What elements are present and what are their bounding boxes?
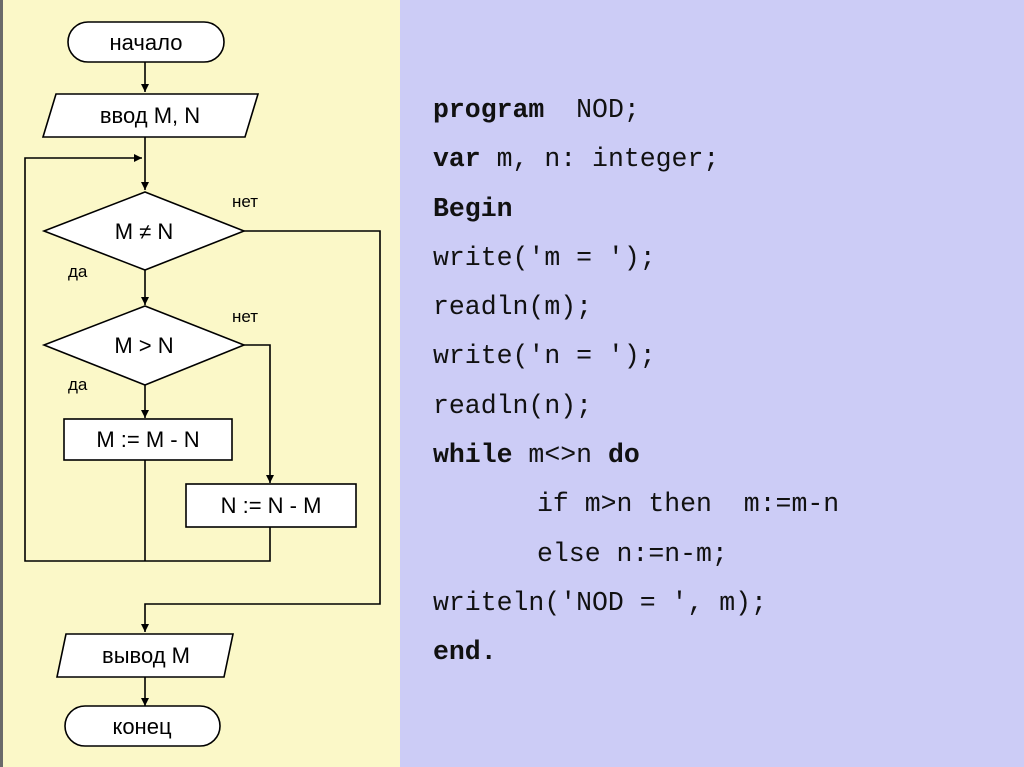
- loop-back-line: [24, 154, 145, 562]
- code-text: readln(m);: [433, 292, 593, 323]
- start-terminal: [67, 21, 225, 63]
- input-parallelogram: [41, 93, 260, 138]
- code-text: readln(n);: [433, 390, 593, 421]
- cond2-diamond: [41, 305, 247, 386]
- arrow-cond1-no: [141, 230, 381, 632]
- step-m-label: M := M - N: [96, 427, 199, 452]
- keyword-begin: Begin: [433, 193, 513, 224]
- code-text: if m>n then m:=m-n: [537, 489, 840, 520]
- cond2-no-label: нет: [232, 307, 258, 326]
- output-parallelogram: [56, 633, 234, 678]
- code-line-8: while m<>n do: [433, 431, 839, 480]
- keyword-end: end.: [433, 637, 497, 668]
- keyword-do: do: [607, 440, 640, 471]
- code-text: write('m = ');: [433, 242, 656, 273]
- code-panel: [400, 0, 1024, 767]
- input-label: ввод M, N: [100, 103, 200, 128]
- cond2-label: M > N: [114, 333, 173, 358]
- code-line-7: readln(n);: [433, 382, 839, 431]
- code-text: else n:=n-m;: [537, 538, 728, 569]
- code-line-2: var m, n: integer;: [433, 135, 839, 184]
- end-label: конец: [112, 714, 171, 739]
- end-terminal: [64, 705, 221, 747]
- code-line-11: writeln('NOD = ', m);: [433, 579, 839, 628]
- pascal-code-block: program NOD; var m, n: integer; Begin wr…: [433, 86, 839, 678]
- code-line-1: program NOD;: [433, 86, 839, 135]
- cond1-diamond: [41, 191, 247, 271]
- cond1-no-label: нет: [232, 192, 258, 211]
- cond1-yes-label: да: [68, 262, 88, 281]
- code-text: m, n: integer;: [480, 144, 720, 175]
- cond1-label: M ≠ N: [115, 219, 174, 244]
- code-line-6: write('n = ');: [433, 332, 839, 381]
- step-m-box: [63, 418, 233, 461]
- code-line-9: if m>n then m:=m-n: [433, 480, 839, 529]
- code-text: m<>n: [512, 440, 608, 471]
- output-label: вывод M: [102, 643, 190, 668]
- flowchart: начало ввод M, N M ≠ N нет да M > N нет …: [24, 21, 381, 747]
- line-step-n-loop: [145, 527, 271, 562]
- start-label: начало: [110, 30, 183, 55]
- step-n-label: N := N - M: [221, 493, 322, 518]
- cond2-yes-label: да: [68, 375, 88, 394]
- code-line-10: else n:=n-m;: [433, 530, 839, 579]
- code-text: writeln('NOD = ', m);: [433, 587, 767, 618]
- code-line-4: write('m = ');: [433, 234, 839, 283]
- code-text: write('n = ');: [433, 341, 656, 372]
- code-line-12: end.: [433, 628, 839, 677]
- step-n-box: [185, 483, 357, 528]
- code-line-3: Begin: [433, 185, 839, 234]
- keyword-program: program: [433, 95, 545, 125]
- keyword-var: var: [433, 144, 481, 175]
- arrow-cond2-no: [244, 344, 274, 483]
- keyword-while: while: [433, 440, 513, 471]
- code-line-5: readln(m);: [433, 283, 839, 332]
- code-text: NOD;: [544, 95, 640, 125]
